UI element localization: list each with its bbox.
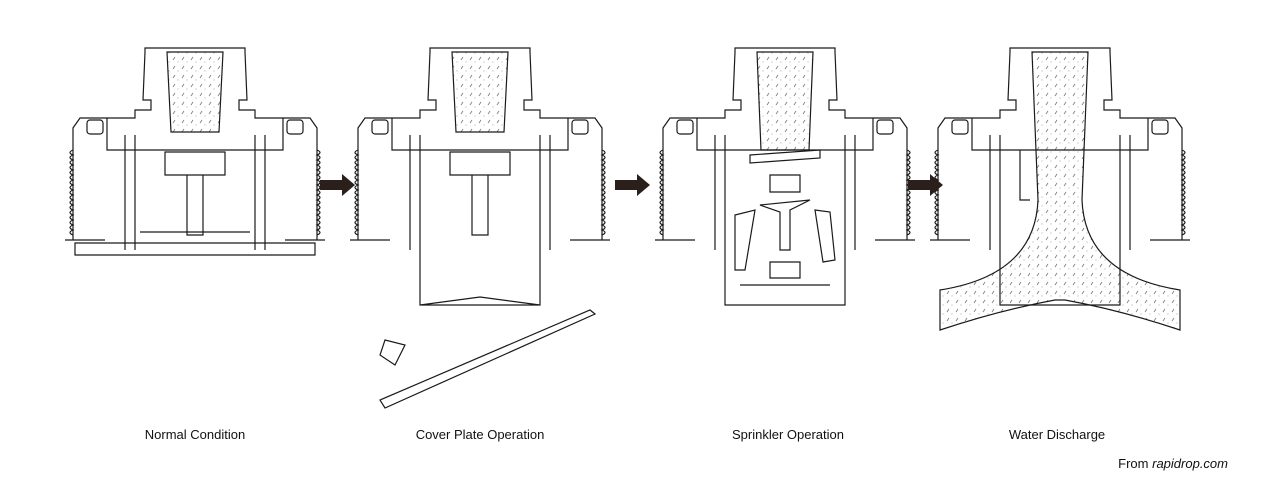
water-column xyxy=(451,51,509,133)
sprinkler-frame xyxy=(971,118,1149,250)
retainer-clip xyxy=(1151,119,1169,135)
retainer-clip xyxy=(371,119,389,135)
arrow-right-icon xyxy=(615,174,650,196)
retainer-clip xyxy=(286,119,304,135)
retainer-clip xyxy=(951,119,969,135)
water-discharge-stream xyxy=(939,51,1181,331)
caption-normal-condition: Normal Condition xyxy=(144,427,246,442)
deflector-dropped xyxy=(419,151,541,306)
falling-cover-piece xyxy=(379,339,406,366)
cover-plate xyxy=(74,242,316,256)
deflector-open xyxy=(999,150,1121,306)
thread xyxy=(905,149,911,236)
thread xyxy=(315,149,321,236)
water-column xyxy=(166,51,224,133)
thread xyxy=(934,149,940,236)
sprinkler-panel-cover xyxy=(350,47,610,409)
thread xyxy=(600,149,606,236)
caption-sprinkler-operation: Sprinkler Operation xyxy=(732,427,844,442)
retainer-clip xyxy=(676,119,694,135)
caption-water-discharge: Water Discharge xyxy=(1008,427,1106,442)
released-components xyxy=(724,149,846,306)
sprinkler-body-outline xyxy=(357,47,603,240)
sprinkler-body-outline xyxy=(72,47,318,240)
sprinkler-frame xyxy=(391,118,569,250)
sprinkler-frame xyxy=(696,118,874,250)
retainer-clip xyxy=(86,119,104,135)
arrow-right-icon xyxy=(320,174,355,196)
caption-cover-plate-operation: Cover Plate Operation xyxy=(415,427,545,442)
water-column xyxy=(756,51,814,151)
thread xyxy=(659,149,665,236)
source-credit: From rapidrop.com xyxy=(1118,456,1228,471)
sprinkler-body-outline xyxy=(937,47,1183,240)
sprinkler-panel-water xyxy=(930,47,1190,331)
heat-element xyxy=(140,151,250,236)
thread xyxy=(354,149,360,236)
sprinkler-body-outline xyxy=(662,47,908,240)
sprinkler-panel-normal xyxy=(65,47,325,256)
thread xyxy=(1180,149,1186,236)
sprinkler-frame xyxy=(106,118,284,250)
arrow-right-icon xyxy=(908,174,943,196)
retainer-clip xyxy=(876,119,894,135)
falling-cover-plate xyxy=(379,309,597,409)
retainer-clip xyxy=(571,119,589,135)
sprinkler-panel-sprinkler xyxy=(655,47,915,306)
thread xyxy=(69,149,75,236)
